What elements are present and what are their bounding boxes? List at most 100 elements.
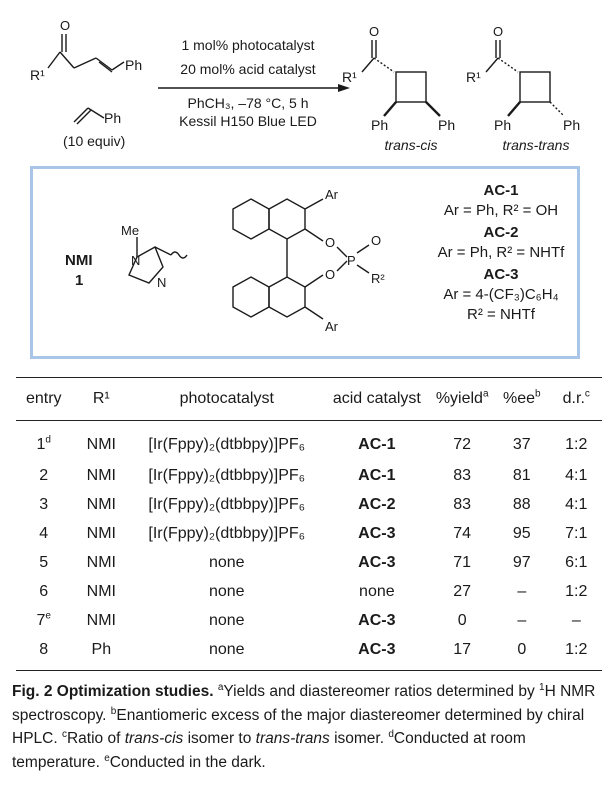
caption-label: Fig. 2 Optimization studies. [12,683,214,700]
binol-o-double: O [371,233,381,248]
product2-ph-left: Ph [494,117,511,133]
cell-entry: 3 [39,495,49,513]
header-ee: %eeb [502,388,541,407]
styrene-equiv: (10 equiv) [63,133,125,149]
header-r1: R¹ [92,390,110,407]
condition-light: Kessil H150 Blue LED [179,113,317,129]
cell-yield: 0 [457,611,467,629]
cell-photocatalyst: none [208,582,245,600]
condition-acid: 20 mol% acid catalyst [180,61,316,77]
ac2-desc: Ar = Ph, R² = NHTf [438,244,566,261]
product1-ph-left: Ph [371,117,388,133]
header-dr: d.r.c [562,388,590,407]
cell-dr: 4:1 [565,466,588,484]
condition-solvent: PhCH₃, –78 °C, 5 h [187,95,308,111]
cell-entry: 6 [39,582,49,600]
cell-acid-catalyst: AC-1 [358,436,396,453]
cell-photocatalyst: none [208,553,245,571]
cell-ee: – [517,611,527,629]
cell-acid-catalyst: AC-1 [358,466,396,484]
ac3-desc-ar: Ar = 4-(CF₃)C₆H₄ [443,286,558,303]
cell-r1: NMI [86,553,116,571]
nmi-n1: N [131,253,140,268]
cell-acid-catalyst: AC-3 [358,524,396,542]
product2-r1: R¹ [466,69,481,85]
cell-entry: 1d [36,434,51,453]
binol-ar-top: Ar [325,187,339,202]
product1-label: trans-cis [385,137,438,153]
cell-yield: 83 [453,466,472,484]
product2-label: trans-trans [503,137,570,153]
header-yield: %yielda [435,388,489,407]
binol-o-upper: O [325,235,335,250]
binol-p: P [347,253,356,268]
header-acid-catalyst: acid catalyst [332,390,421,407]
ac1-name: AC-1 [483,182,518,199]
binol-r2: R² [371,271,385,286]
ac2-name: AC-2 [483,224,518,241]
binol-ar-bottom: Ar [325,319,339,334]
cell-yield: 72 [453,436,472,453]
nmi-n2: N [157,275,166,290]
nmi-number: 1 [75,272,83,289]
ac3-desc-r2: R² = NHTf [467,306,536,323]
cell-photocatalyst: none [208,640,245,658]
cell-ee: 0 [517,640,527,658]
cell-dr: 1:2 [565,436,588,453]
cell-dr: 4:1 [565,495,588,513]
cell-dr: 7:1 [565,524,588,542]
figure-caption: Fig. 2 Optimization studies. aYields and… [12,681,596,771]
cell-ee: 95 [512,524,531,542]
product1-o: O [369,24,379,39]
cell-yield: 71 [453,553,472,571]
cell-photocatalyst: [Ir(Fppy)₂(dtbbpy)]PF₆ [148,436,306,453]
cell-photocatalyst: [Ir(Fppy)₂(dtbbpy)]PF₆ [148,495,306,513]
catalyst-panel: NMI 1 Me N N Ar Ar O O O P R² AC-1 Ar = … [30,166,580,359]
caption-note-e: Conducted in the dark. [109,753,266,771]
caption-note-a2: H NMR spectroscopy. [12,683,596,724]
reactant-r1: R¹ [30,67,45,83]
header-entry: entry [25,390,62,407]
table-header-row: entry R¹ photocatalyst acid catalyst %yi… [16,377,602,421]
product2-ph-right: Ph [563,117,580,133]
cell-r1: NMI [86,524,116,542]
cell-photocatalyst: [Ir(Fppy)₂(dtbbpy)]PF₆ [148,466,306,484]
cell-yield: 27 [453,582,472,600]
cell-yield: 83 [453,495,472,513]
reactant-ph: Ph [125,57,142,73]
header-photocatalyst: photocatalyst [179,390,274,407]
cell-acid-catalyst: AC-3 [358,640,396,658]
cell-ee: 37 [512,436,531,453]
cell-dr: 1:2 [565,640,588,658]
cell-r1: NMI [86,611,116,629]
optimization-table: entry R¹ photocatalyst acid catalyst %yi… [16,377,602,671]
ac3-name: AC-3 [483,266,518,283]
cell-ee: 88 [512,495,531,513]
cell-photocatalyst: [Ir(Fppy)₂(dtbbpy)]PF₆ [148,524,306,542]
cell-acid-catalyst: AC-3 [358,611,396,629]
caption-note-b: Enantiomeric excess of the major diaster… [12,706,585,748]
imidazole-ring [128,246,164,284]
cell-entry: 8 [39,640,49,658]
cell-ee: 97 [512,553,531,571]
cell-yield: 74 [453,524,472,542]
cell-entry: 5 [39,553,49,571]
cell-ee: – [517,582,527,600]
styrene-ph: Ph [104,110,121,126]
cell-entry: 2 [39,466,49,484]
cell-entry: 7e [36,610,51,629]
cell-photocatalyst: none [208,611,245,629]
cell-r1: NMI [86,466,116,484]
arrow-head [338,84,350,92]
caption-note-d: Conducted at room temperature. [12,730,526,771]
cell-yield: 17 [453,640,472,658]
catalyst-structures: NMI 1 Me N N Ar Ar O O O P R² AC-1 Ar = … [65,182,566,334]
cell-r1: NMI [86,436,116,453]
